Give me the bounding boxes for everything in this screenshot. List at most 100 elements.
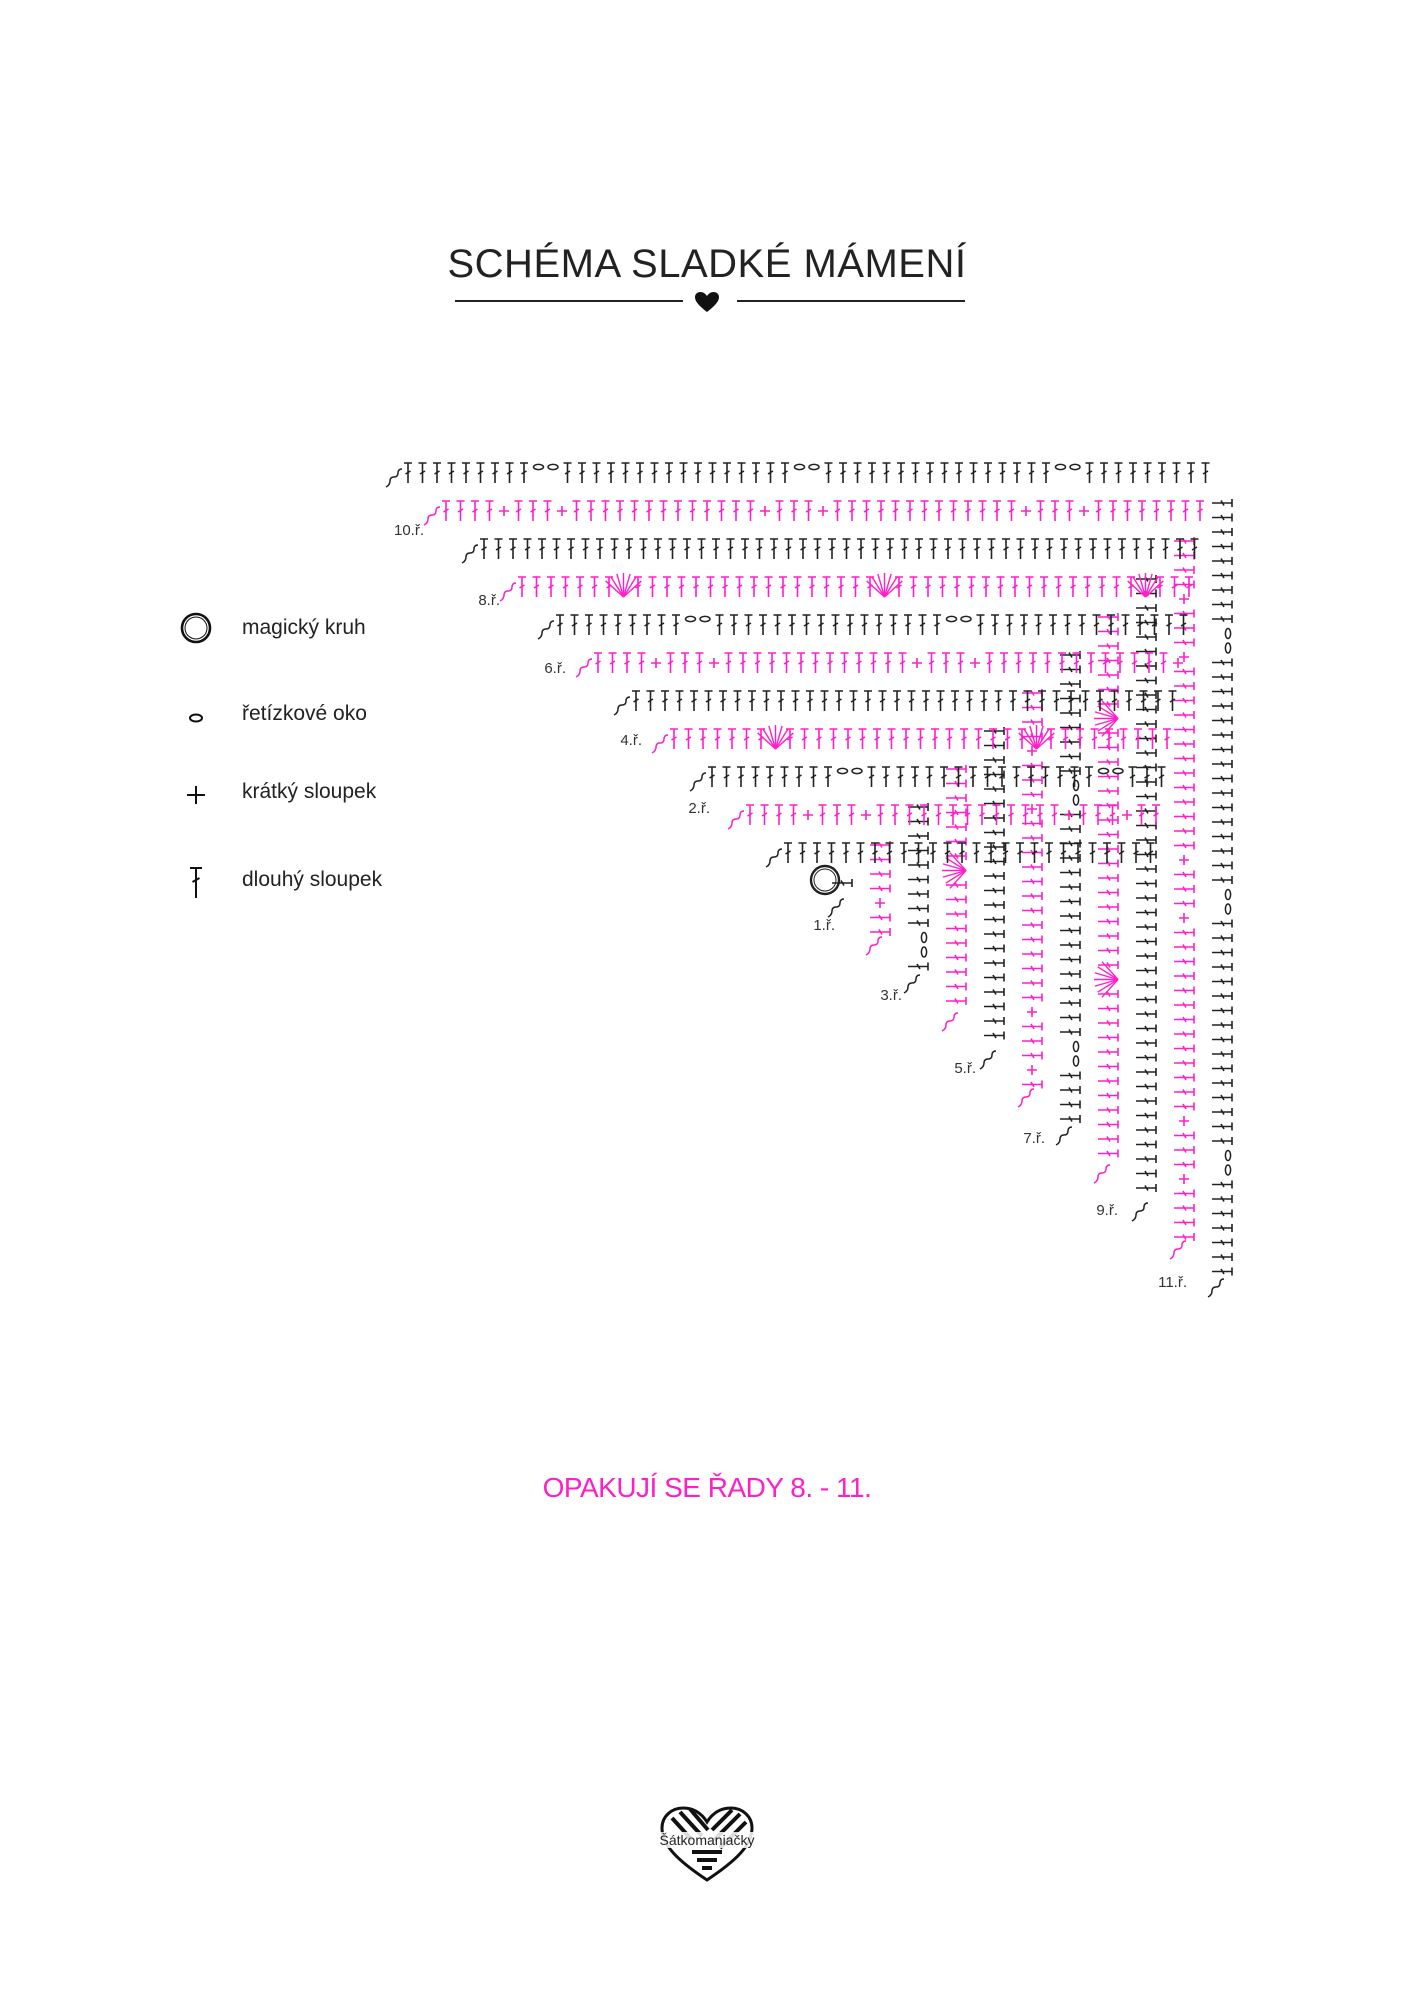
double-crochet-mark bbox=[418, 462, 427, 483]
double-crochet-mark bbox=[1063, 614, 1072, 635]
double-crochet-mark bbox=[1136, 1126, 1157, 1134]
turning-chain-mark bbox=[1017, 1088, 1035, 1108]
turning-chain-mark bbox=[827, 898, 845, 918]
double-crochet-mark bbox=[752, 462, 760, 483]
chain-mark bbox=[1054, 463, 1067, 471]
double-crochet-mark bbox=[1165, 614, 1173, 635]
double-crochet-mark bbox=[596, 538, 604, 559]
double-crochet-mark bbox=[929, 842, 937, 863]
double-crochet-mark bbox=[902, 728, 910, 749]
chain-mark bbox=[945, 615, 958, 623]
double-crochet-mark bbox=[780, 766, 789, 787]
double-crochet-mark bbox=[987, 538, 996, 559]
chain-mark bbox=[1072, 779, 1080, 792]
chain-mark bbox=[1112, 767, 1124, 775]
double-crochet-mark bbox=[684, 728, 693, 749]
double-crochet-mark bbox=[1117, 842, 1126, 863]
double-crochet-mark bbox=[777, 690, 785, 711]
double-crochet-mark bbox=[1074, 538, 1083, 559]
double-crochet-mark bbox=[1156, 576, 1164, 597]
double-crochet-mark bbox=[817, 614, 825, 635]
single-crochet-mark bbox=[861, 810, 871, 820]
double-crochet-mark bbox=[1092, 614, 1101, 635]
double-crochet-mark bbox=[1098, 685, 1119, 694]
double-crochet-mark bbox=[657, 614, 666, 635]
double-crochet-mark bbox=[1212, 1195, 1233, 1203]
double-crochet-mark bbox=[599, 614, 608, 635]
double-crochet-mark bbox=[984, 843, 1005, 851]
double-crochet-mark bbox=[1123, 500, 1132, 521]
double-crochet-mark bbox=[1065, 500, 1074, 521]
single-crochet-mark bbox=[651, 658, 661, 668]
double-crochet-mark bbox=[984, 1017, 1005, 1025]
double-crochet-mark bbox=[799, 538, 807, 559]
double-crochet-mark bbox=[1136, 676, 1157, 685]
double-crochet-mark bbox=[1022, 921, 1043, 929]
row-label: 11.ř. bbox=[1158, 1274, 1187, 1291]
double-crochet-mark bbox=[1022, 906, 1043, 915]
double-crochet-mark bbox=[870, 928, 891, 936]
double-crochet-mark bbox=[1157, 766, 1166, 787]
double-crochet-mark bbox=[832, 879, 853, 887]
double-crochet-mark bbox=[722, 766, 731, 787]
double-crochet-mark bbox=[766, 766, 774, 787]
double-crochet-mark bbox=[637, 652, 646, 673]
double-crochet-mark bbox=[770, 538, 778, 559]
double-crochet-mark bbox=[1060, 1100, 1081, 1109]
double-crochet-mark bbox=[868, 462, 876, 483]
double-crochet-mark bbox=[1050, 804, 1059, 825]
double-crochet-mark bbox=[900, 842, 908, 863]
double-crochet-mark bbox=[915, 538, 923, 559]
double-crochet-mark bbox=[943, 842, 952, 863]
double-crochet-mark bbox=[1174, 682, 1195, 690]
double-crochet-mark bbox=[786, 728, 794, 749]
double-crochet-mark bbox=[661, 690, 669, 711]
double-crochet-mark bbox=[621, 462, 630, 483]
double-crochet-mark bbox=[802, 614, 811, 635]
double-crochet-mark bbox=[688, 500, 697, 521]
double-crochet-mark bbox=[1179, 614, 1188, 635]
double-crochet-mark bbox=[1022, 964, 1043, 973]
double-crochet-mark bbox=[958, 842, 966, 863]
double-crochet-mark bbox=[1136, 778, 1157, 786]
double-crochet-mark bbox=[1022, 877, 1043, 886]
double-crochet-mark bbox=[949, 500, 958, 521]
double-crochet-mark bbox=[623, 652, 631, 673]
double-crochet-mark bbox=[918, 614, 927, 635]
single-crochet-mark bbox=[1179, 1116, 1189, 1126]
double-crochet-mark bbox=[1136, 850, 1157, 859]
double-crochet-mark bbox=[1190, 538, 1199, 559]
double-crochet-mark bbox=[870, 855, 891, 864]
double-crochet-mark bbox=[1212, 992, 1233, 1000]
double-crochet-mark bbox=[708, 462, 717, 483]
double-crochet-mark bbox=[818, 804, 827, 825]
double-crochet-mark bbox=[1174, 1015, 1195, 1024]
double-crochet-mark bbox=[561, 576, 570, 597]
double-crochet-mark bbox=[885, 842, 894, 863]
double-crochet-mark bbox=[733, 690, 742, 711]
double-crochet-mark bbox=[581, 538, 590, 559]
double-crochet-mark bbox=[1212, 1238, 1233, 1247]
double-crochet-mark bbox=[908, 919, 929, 927]
double-crochet-mark bbox=[607, 462, 615, 483]
double-crochet-mark bbox=[1098, 787, 1119, 795]
double-crochet-mark bbox=[1212, 1253, 1233, 1261]
double-crochet-mark bbox=[982, 576, 990, 597]
double-crochet-mark bbox=[1098, 1019, 1119, 1027]
double-crochet-mark bbox=[775, 500, 784, 521]
turning-chain-mark bbox=[979, 1050, 997, 1070]
double-crochet-mark bbox=[946, 823, 967, 831]
double-crochet-mark bbox=[1042, 462, 1050, 483]
double-crochet-mark bbox=[634, 576, 642, 597]
chain-icon bbox=[189, 713, 203, 723]
double-crochet-mark bbox=[1130, 652, 1139, 673]
shell-mark bbox=[757, 725, 794, 750]
double-crochet-mark bbox=[920, 500, 929, 521]
single-crochet-mark bbox=[760, 506, 770, 516]
double-crochet-mark bbox=[940, 766, 948, 787]
double-crochet-mark bbox=[891, 500, 900, 521]
double-crochet-mark bbox=[1212, 1122, 1233, 1131]
double-crochet-mark bbox=[1138, 500, 1146, 521]
double-crochet-mark bbox=[654, 538, 662, 559]
double-crochet-mark bbox=[1105, 728, 1113, 749]
